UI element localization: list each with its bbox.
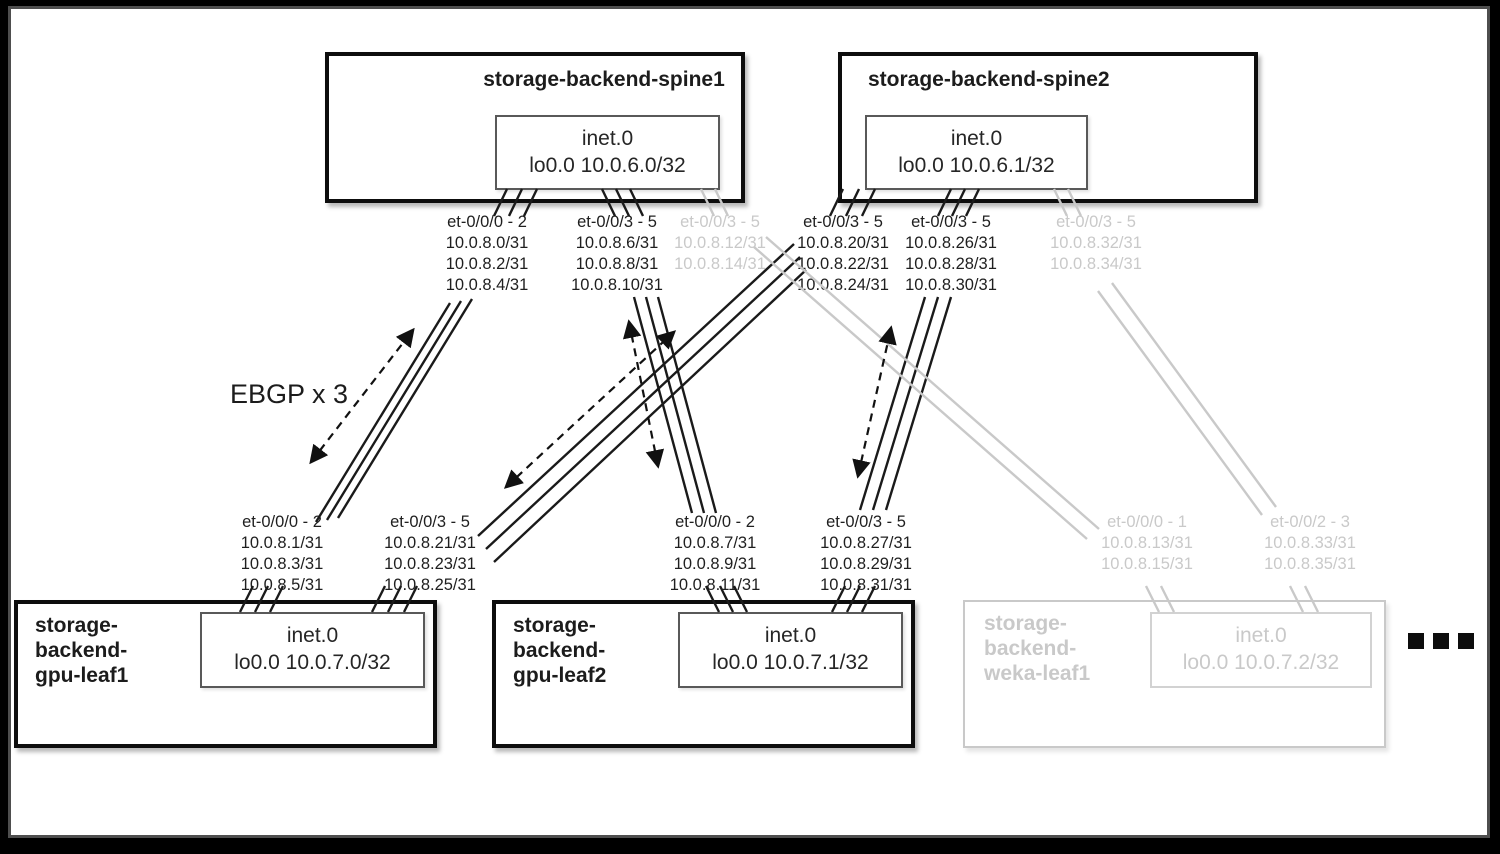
iface-label-spine2-right: et-0/0/3 - 5 10.0.8.32/31 10.0.8.34/31 [1036,212,1156,275]
title-line: storage- [513,614,596,637]
iface-name: et-0/0/0 - 1 [1107,513,1187,531]
iface-ip: 10.0.8.34/31 [1050,255,1142,273]
node-spine1: storage-backend-spine1 inet.0 lo0.0 10.0… [325,52,745,203]
iface-ip: 10.0.8.21/31 [384,534,476,552]
iface-label-spine2-mid: et-0/0/3 - 5 10.0.8.26/31 10.0.8.28/31 1… [891,212,1011,296]
iface-name: et-0/0/3 - 5 [1056,213,1136,231]
title-line: backend- [513,639,606,662]
iface-name: et-0/0/2 - 3 [1270,513,1350,531]
iface-ip: 10.0.8.25/31 [384,576,476,594]
routing-table-name: inet.0 [581,127,634,150]
node-spine1-title: storage-backend-spine1 [483,68,725,91]
iface-ip: 10.0.8.31/31 [820,576,912,594]
iface-label-weka-right: et-0/0/2 - 3 10.0.8.33/31 10.0.8.35/31 [1250,512,1370,575]
loopback-address: lo0.0 10.0.7.2/32 [1182,651,1340,674]
node-gpu-leaf1: storage- backend- gpu-leaf1 inet.0 lo0.0… [14,600,437,748]
iface-ip: 10.0.8.11/31 [669,576,761,594]
iface-ip: 10.0.8.9/31 [673,555,757,573]
node-spine2: storage-backend-spine2 inet.0 lo0.0 10.0… [838,52,1258,203]
title-line: gpu-leaf2 [513,664,607,687]
title-line: gpu-leaf1 [35,664,129,687]
iface-ip: 10.0.8.14/31 [674,255,766,273]
ellipsis-square [1433,633,1449,649]
iface-ip: 10.0.8.28/31 [905,255,997,273]
iface-name: et-0/0/3 - 5 [390,513,470,531]
loopback-address: lo0.0 10.0.6.1/32 [898,154,1055,177]
iface-label-spine2-left: et-0/0/3 - 5 10.0.8.20/31 10.0.8.22/31 1… [783,212,903,296]
iface-ip: 10.0.8.27/31 [820,534,912,552]
iface-label-weka-left: et-0/0/0 - 1 10.0.8.13/31 10.0.8.15/31 [1087,512,1207,575]
title-line: weka-leaf1 [984,662,1091,685]
routing-table-name: inet.0 [286,624,339,647]
node-gpu-leaf2-routing-table: inet.0 lo0.0 10.0.7.1/32 [678,612,903,688]
iface-ip: 10.0.8.2/31 [445,255,529,273]
loopback-address: lo0.0 10.0.6.0/32 [529,154,686,177]
iface-label-spine1-left: et-0/0/0 - 2 10.0.8.0/31 10.0.8.2/31 10.… [427,212,547,296]
routing-table-name: inet.0 [764,624,817,647]
title-line: backend- [984,637,1077,660]
iface-label-spine1-right: et-0/0/3 - 5 10.0.8.12/31 10.0.8.14/31 [660,212,780,275]
iface-name: et-0/0/3 - 5 [577,213,657,231]
iface-ip: 10.0.8.33/31 [1264,534,1356,552]
node-gpu-leaf1-routing-table: inet.0 lo0.0 10.0.7.0/32 [200,612,425,688]
iface-ip: 10.0.8.35/31 [1264,555,1356,573]
iface-ip: 10.0.8.12/31 [674,234,766,252]
ellipsis-square [1408,633,1424,649]
ellipsis-square [1458,633,1474,649]
iface-name: et-0/0/3 - 5 [803,213,883,231]
iface-ip: 10.0.8.26/31 [905,234,997,252]
iface-label-leaf2-left: et-0/0/0 - 2 10.0.8.7/31 10.0.8.9/31 10.… [655,512,775,596]
iface-ip: 10.0.8.5/31 [240,576,324,594]
iface-label-leaf2-right: et-0/0/3 - 5 10.0.8.27/31 10.0.8.29/31 1… [806,512,926,596]
iface-ip: 10.0.8.7/31 [673,534,757,552]
iface-ip: 10.0.8.24/31 [797,276,889,294]
iface-name: et-0/0/0 - 2 [242,513,322,531]
routing-table-name: inet.0 [950,127,1003,150]
iface-ip: 10.0.8.6/31 [575,234,659,252]
iface-ip: 10.0.8.1/31 [240,534,324,552]
ebgp-annotation: EBGP x 3 [230,379,349,409]
iface-name: et-0/0/3 - 5 [911,213,991,231]
iface-ip: 10.0.8.0/31 [445,234,529,252]
iface-ip: 10.0.8.3/31 [240,555,324,573]
node-spine1-routing-table: inet.0 lo0.0 10.0.6.0/32 [495,115,720,190]
node-spine2-title: storage-backend-spine2 [868,68,1110,91]
routing-table-name: inet.0 [1235,624,1287,647]
iface-name: et-0/0/3 - 5 [680,213,760,231]
more-nodes-ellipsis-icon [1408,633,1474,649]
iface-ip: 10.0.8.22/31 [797,255,889,273]
iface-name: et-0/0/0 - 2 [675,513,755,531]
node-spine2-routing-table: inet.0 lo0.0 10.0.6.1/32 [865,115,1088,190]
iface-ip: 10.0.8.23/31 [384,555,476,573]
title-line: backend- [35,639,128,662]
iface-ip: 10.0.8.30/31 [905,276,997,294]
iface-ip: 10.0.8.15/31 [1101,555,1193,573]
iface-name: et-0/0/3 - 5 [826,513,906,531]
node-weka-leaf1: storage- backend- weka-leaf1 inet.0 lo0.… [963,600,1386,748]
node-weka-leaf1-title: storage- backend- weka-leaf1 [984,611,1090,686]
node-gpu-leaf2-title: storage- backend- gpu-leaf2 [513,613,606,688]
iface-label-leaf1-left: et-0/0/0 - 2 10.0.8.1/31 10.0.8.3/31 10.… [222,512,342,596]
title-line: storage- [984,612,1067,635]
iface-ip: 10.0.8.20/31 [797,234,889,252]
node-gpu-leaf1-title: storage- backend- gpu-leaf1 [35,613,128,688]
iface-ip: 10.0.8.32/31 [1050,234,1142,252]
iface-name: et-0/0/0 - 2 [447,213,527,231]
iface-ip: 10.0.8.29/31 [820,555,912,573]
loopback-address: lo0.0 10.0.7.0/32 [234,651,391,674]
iface-ip: 10.0.8.8/31 [575,255,659,273]
iface-label-spine1-mid: et-0/0/3 - 5 10.0.8.6/31 10.0.8.8/31 10.… [557,212,677,296]
iface-ip: 10.0.8.4/31 [445,276,529,294]
iface-label-leaf1-right: et-0/0/3 - 5 10.0.8.21/31 10.0.8.23/31 1… [370,512,490,596]
node-weka-leaf1-routing-table: inet.0 lo0.0 10.0.7.2/32 [1150,612,1372,688]
iface-ip: 10.0.8.10/31 [571,276,663,294]
iface-ip: 10.0.8.13/31 [1101,534,1193,552]
node-gpu-leaf2: storage- backend- gpu-leaf2 inet.0 lo0.0… [492,600,915,748]
loopback-address: lo0.0 10.0.7.1/32 [712,651,869,674]
title-line: storage- [35,614,118,637]
